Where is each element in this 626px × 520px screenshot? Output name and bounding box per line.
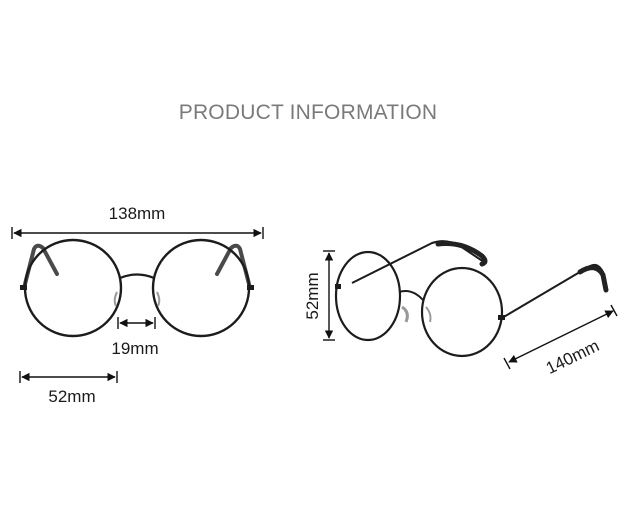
page-title: PRODUCT INFORMATION [178, 101, 438, 124]
front-right-lens [151, 238, 251, 338]
front-view-glasses [20, 238, 254, 338]
lens-height-label: 52mm [303, 272, 322, 319]
side-left-nose-pad [401, 305, 409, 323]
front-left-temple [22, 243, 59, 290]
temple-length-line [508, 310, 614, 363]
side-bridge [398, 290, 424, 301]
front-left-nose-pad [113, 291, 118, 307]
front-right-nose-pad [156, 291, 161, 307]
temple-length-label: 140mm [543, 336, 602, 378]
front-right-temple [215, 243, 252, 290]
front-bridge [119, 273, 155, 280]
side-view-glasses [334, 240, 609, 358]
bridge-width-label: 19mm [111, 339, 158, 358]
front-right-hinge [247, 285, 254, 290]
side-left-lens [334, 250, 402, 342]
lens-width-label: 52mm [48, 387, 95, 406]
front-left-lens [23, 238, 123, 338]
side-right-lens [420, 266, 504, 358]
front-left-hinge [20, 285, 27, 290]
side-front-temple [501, 263, 607, 319]
side-right-nose-pad [425, 306, 432, 323]
total-width-label: 138mm [109, 204, 166, 223]
